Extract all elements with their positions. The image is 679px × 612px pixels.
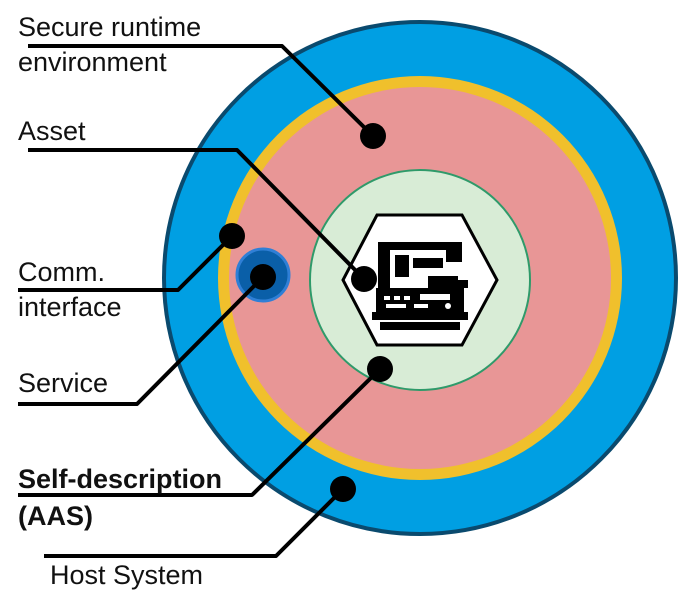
self-description-label-line2: (AAS) bbox=[18, 501, 93, 531]
secure-runtime-dot bbox=[360, 123, 386, 149]
comm-interface-dot bbox=[219, 223, 245, 249]
host-system-dot bbox=[330, 476, 356, 502]
secure-runtime-label-line2: environment bbox=[18, 47, 167, 77]
service-pointer bbox=[18, 275, 265, 406]
machine-tool-icon bbox=[372, 242, 468, 330]
service-label: Service bbox=[18, 368, 109, 398]
asset-dot bbox=[351, 266, 377, 292]
pointer-lines bbox=[18, 44, 382, 558]
pointer-dots bbox=[219, 123, 393, 502]
self-description-label-line1: Self-description bbox=[18, 464, 223, 494]
comm-interface-pointer bbox=[18, 234, 234, 292]
comm-interface-label-line2: interface bbox=[18, 292, 122, 322]
comm-interface-label-line1: Comm. bbox=[18, 257, 105, 287]
secure-runtime-label-line1: Secure runtime bbox=[18, 12, 202, 42]
host-system-label: Host System bbox=[50, 560, 204, 590]
self-description-pointer bbox=[18, 367, 382, 497]
asset-pointer bbox=[28, 148, 366, 281]
asset-label: Asset bbox=[18, 116, 86, 146]
service-dot bbox=[250, 264, 276, 290]
secure-runtime-pointer bbox=[28, 44, 375, 138]
self-description-dot bbox=[367, 356, 393, 382]
host-system-pointer bbox=[44, 487, 345, 558]
